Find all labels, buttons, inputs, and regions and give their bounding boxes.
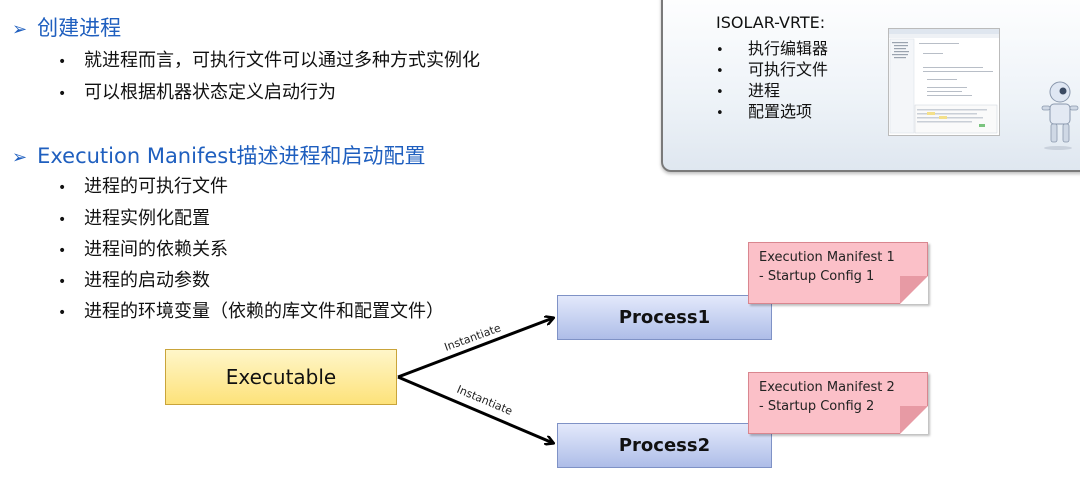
list-item: • 进程实例化配置 xyxy=(58,204,210,230)
panel-list-item: • 配置选项 xyxy=(716,98,812,122)
bullet-text: 进程的可执行文件 xyxy=(84,176,228,197)
note-line: Execution Manifest 2 xyxy=(759,380,895,395)
panel-item-text: 执行编辑器 xyxy=(748,39,829,58)
instantiate-arrow-2 xyxy=(397,375,553,443)
bullet-text: 进程的环境变量（依赖的库文件和配置文件） xyxy=(84,301,444,322)
bullet-text: 进程实例化配置 xyxy=(84,208,210,229)
manifest-note-1: Execution Manifest 1 - Startup Config 1 xyxy=(748,242,928,304)
note-line: Execution Manifest 1 xyxy=(759,250,895,265)
section-heading-execution-manifest: ➢ Execution Manifest描述进程和启动配置 xyxy=(12,140,425,170)
process2-node: Process2 xyxy=(557,423,772,468)
process1-node: Process1 xyxy=(557,295,772,340)
panel-item-text: 配置选项 xyxy=(748,102,813,121)
note-line: - Startup Config 1 xyxy=(759,269,875,284)
bullet-text: 可以根据机器状态定义启动行为 xyxy=(84,82,336,103)
panel-item-text: 进程 xyxy=(748,81,781,100)
list-item: • 可以根据机器状态定义启动行为 xyxy=(58,78,336,104)
section-heading-create-process: ➢ 创建进程 xyxy=(12,12,121,42)
bullet-dot-icon: • xyxy=(716,106,724,121)
panel-list-item: • 可执行文件 xyxy=(716,56,828,80)
section-title: 创建进程 xyxy=(37,16,122,40)
bullet-dot-icon: • xyxy=(58,54,67,70)
section-title: Execution Manifest描述进程和启动配置 xyxy=(37,144,426,168)
note-fold-corner xyxy=(900,406,928,434)
bullet-dot-icon: • xyxy=(58,86,67,102)
bullet-dot-icon: • xyxy=(716,43,724,58)
bullet-dot-icon: • xyxy=(58,243,67,259)
bullet-text: 进程间的依赖关系 xyxy=(84,239,228,260)
panel-title: ISOLAR-VRTE: xyxy=(716,13,826,32)
bullet-arrow-icon: ➢ xyxy=(12,147,28,168)
bullet-text: 进程的启动参数 xyxy=(84,270,210,291)
executable-node: Executable xyxy=(165,349,397,405)
list-item: • 进程的可执行文件 xyxy=(58,172,228,198)
bullet-dot-icon: • xyxy=(716,85,724,100)
bullet-dot-icon: • xyxy=(58,180,67,196)
ide-screenshot-graphic xyxy=(889,29,999,134)
list-item: • 进程间的依赖关系 xyxy=(58,235,228,261)
note-line: - Startup Config 2 xyxy=(759,399,875,414)
ide-screenshot xyxy=(888,28,1000,136)
panel-item-text: 可执行文件 xyxy=(748,60,829,79)
bullet-dot-icon: • xyxy=(58,212,67,228)
tool-info-panel xyxy=(661,0,1080,172)
bullet-dot-icon: • xyxy=(58,305,67,321)
robot-mascot-icon xyxy=(1041,81,1079,150)
bullet-dot-icon: • xyxy=(58,274,67,290)
bullet-arrow-icon: ➢ xyxy=(12,19,28,40)
bullet-text: 就进程而言，可执行文件可以通过多种方式实例化 xyxy=(84,50,480,71)
manifest-note-2: Execution Manifest 2 - Startup Config 2 xyxy=(748,372,928,434)
bullet-dot-icon: • xyxy=(716,64,724,79)
list-item: • 进程的启动参数 xyxy=(58,266,210,292)
instantiate-arrow-1 xyxy=(397,318,553,379)
list-item: • 就进程而言，可执行文件可以通过多种方式实例化 xyxy=(58,46,480,72)
panel-list-item: • 执行编辑器 xyxy=(716,35,828,59)
note-fold-corner xyxy=(900,276,928,304)
panel-list-item: • 进程 xyxy=(716,77,780,101)
list-item: • 进程的环境变量（依赖的库文件和配置文件） xyxy=(58,297,444,323)
